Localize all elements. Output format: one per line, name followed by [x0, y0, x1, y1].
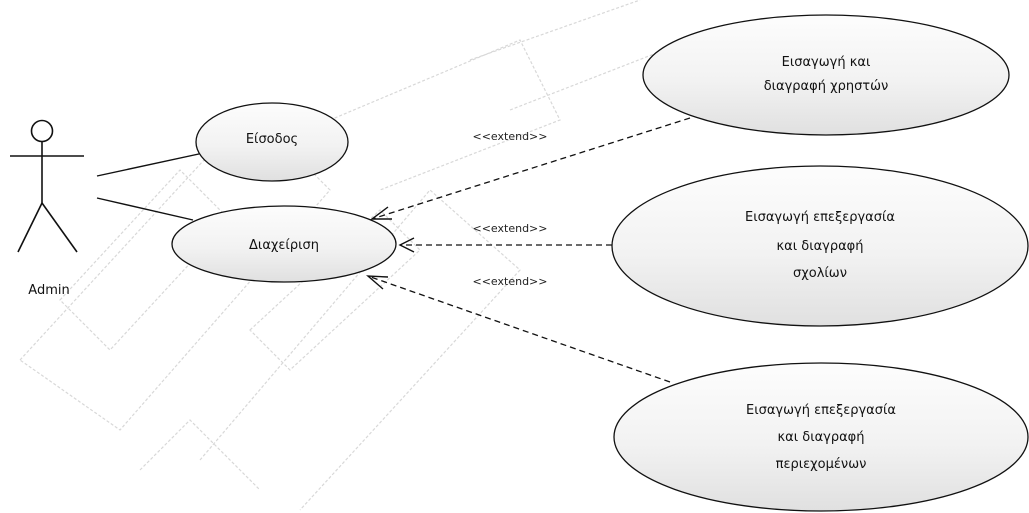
use-case-comments-shape [611, 165, 1029, 327]
use-case-comments-label-line-3: σχολίων [793, 266, 847, 281]
use-case-login-shape [195, 102, 349, 182]
use-case-users-label-line-2: διαγραφή χρηστών [764, 79, 889, 94]
extend-users-label: <<extend>> [473, 130, 548, 143]
use-case-comments-label-line-2: και διαγραφή [776, 239, 863, 254]
association-login [96, 151, 209, 177]
actor-head [30, 119, 54, 143]
actor-right-leg [41, 202, 78, 253]
use-case-comments-label-line-1: Εισαγωγή επεξεργασία [745, 210, 895, 225]
extend-comments: <<extend>> [398, 222, 612, 253]
use-case-content-shape [613, 362, 1029, 512]
use-case-manage[interactable]: Διαχείριση [171, 205, 397, 283]
arrowhead-content [366, 275, 389, 290]
use-case-manage-label: Διαχείριση [249, 238, 319, 253]
extend-users: <<extend>> [369, 117, 691, 220]
use-case-users-label-line-1: Εισαγωγή και [782, 55, 871, 70]
use-case-login-label: Είσοδος [246, 132, 298, 147]
extend-content-line [367, 275, 671, 383]
use-case-users-shape [642, 14, 1010, 136]
actor-admin: Admin [10, 119, 84, 298]
use-case-content[interactable]: Εισαγωγή επεξεργασία και διαγραφή περιεχ… [613, 362, 1029, 512]
association-manage [96, 197, 194, 221]
use-case-comments[interactable]: Εισαγωγή επεξεργασία και διαγραφή σχολίω… [611, 165, 1029, 327]
use-case-manage-shape [171, 205, 397, 283]
actor-label: Admin [28, 283, 69, 298]
use-case-content-label-line-2: και διαγραφή [777, 430, 864, 445]
extend-content-label: <<extend>> [473, 275, 548, 288]
use-case-users[interactable]: Εισαγωγή και διαγραφή χρηστών [642, 14, 1010, 136]
extend-comments-label: <<extend>> [473, 222, 548, 235]
actor-left-leg [17, 202, 43, 253]
use-case-content-label-line-1: Εισαγωγή επεξεργασία [746, 403, 896, 418]
use-case-login[interactable]: Είσοδος [195, 102, 349, 182]
arrowhead-comments [398, 237, 415, 253]
arrowhead-users [369, 206, 392, 220]
use-case-content-label-line-3: περιεχομένων [776, 457, 867, 472]
extend-content: <<extend>> [366, 275, 671, 383]
extend-users-line [371, 117, 691, 220]
